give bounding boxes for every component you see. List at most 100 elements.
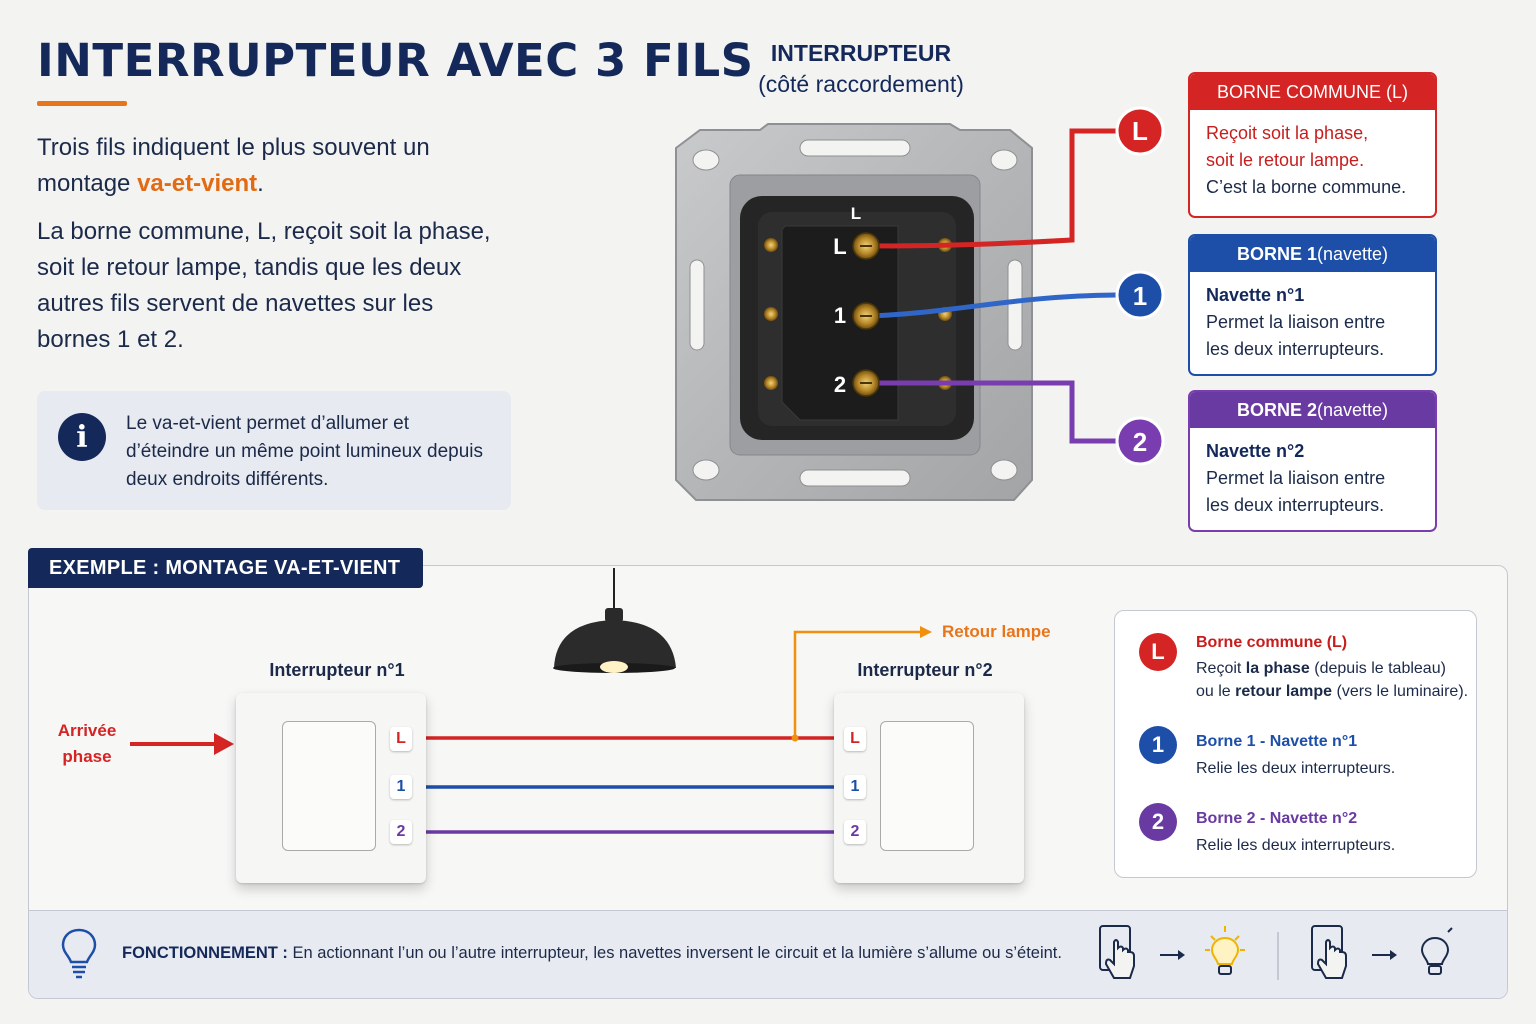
- hand-press-icon: [1099, 925, 1135, 979]
- pendant-lamp-icon: [553, 568, 676, 673]
- legend-n1-title: Borne 1 - Navette n°1: [1196, 733, 1358, 750]
- retour-lampe-arrow: [920, 626, 932, 638]
- switch-title: INTERRUPTEUR (côté raccordement): [700, 38, 1022, 100]
- card-borne-2: BORNE 2 (navette) Navette n°2 Permet la …: [1188, 390, 1437, 532]
- switch2-label: Interrupteur n°2: [857, 660, 993, 680]
- intro-accent: va-et-vient: [137, 170, 258, 197]
- card-common-head: BORNE COMMUNE (L): [1190, 74, 1435, 110]
- example-wiring: [130, 568, 932, 834]
- fonctionnement-desc: En actionnant l’un ou l’autre interrupte…: [287, 944, 1062, 962]
- intro-paragraph-2: La borne commune, L, reçoit soit la phas…: [37, 218, 491, 353]
- switch1-rocker[interactable]: [282, 721, 376, 851]
- legend-common-desc-b: la phase: [1245, 660, 1310, 677]
- legend-common-desc-c: (depuis le tableau): [1309, 660, 1446, 677]
- arrivee-arrow-head: [214, 733, 234, 755]
- card-common-line3: C’est la borne commune.: [1206, 177, 1407, 197]
- legend-common-desc-a: Reçoit: [1196, 660, 1246, 677]
- switch2-term-2: 2: [844, 820, 866, 844]
- card-borne2-line3: les deux interrupteurs.: [1206, 495, 1385, 515]
- page-title: INTERRUPTEUR AVEC 3 FILS: [37, 34, 754, 87]
- legend-mark-L: L: [1139, 633, 1177, 671]
- retour-lampe-line: [793, 630, 922, 738]
- card-borne1-head-rest: (navette): [1316, 243, 1389, 264]
- terminal-screw-1: [852, 302, 880, 330]
- mech-label-1: 1: [834, 303, 846, 328]
- card-borne1-body: Navette n°1 Permet la liaison entre les …: [1190, 272, 1435, 373]
- arrow-right-icon: [1160, 950, 1185, 960]
- legend-common-desc-d: ou le: [1196, 683, 1236, 700]
- terminal-screw-2: [852, 369, 880, 397]
- arrivee-phase-label: Arrivée phase: [44, 718, 130, 770]
- legend-common-title: Borne commune (L): [1196, 634, 1348, 651]
- card-borne1-line2: Permet la liaison entre: [1206, 312, 1386, 332]
- legend-mark-2: 2: [1139, 803, 1177, 841]
- legend-n1-desc: Relie les deux interrupteurs.: [1196, 760, 1396, 777]
- lightbulb-icon: [61, 928, 97, 979]
- card-borne2-head-rest: (navette): [1316, 399, 1389, 420]
- card-borne2-body: Navette n°2 Permet la liaison entre les …: [1190, 428, 1435, 529]
- switch2-term-L: L: [844, 727, 866, 751]
- bulb-off-icon: [1420, 927, 1453, 975]
- card-common-line2: soit le retour lampe.: [1206, 150, 1365, 170]
- wire-purple: [866, 380, 1116, 444]
- card-borne1-head-bold: BORNE 1: [1236, 243, 1317, 264]
- card-borne1-line1: Navette n°1: [1206, 285, 1305, 305]
- legend-n2-desc: Relie les deux interrupteurs.: [1196, 837, 1396, 854]
- fonctionnement-text: FONCTIONNEMENT : En actionnant l’un ou l…: [122, 944, 1062, 963]
- switch-diagram: L L 1 2 L 1 2: [675, 106, 1165, 501]
- mech-label-L: L: [833, 234, 846, 259]
- marker-2-text: 2: [1133, 427, 1147, 457]
- arrow-right-icon: [1372, 950, 1397, 960]
- legend-mark-1: 1: [1139, 726, 1177, 764]
- card-borne2-head-bold: BORNE 2: [1236, 399, 1317, 420]
- marker-2: 2: [1115, 416, 1165, 466]
- hand-press-icon: [1311, 925, 1347, 979]
- switch-title-line2: (côté raccordement): [758, 71, 964, 97]
- wire-red: [865, 128, 1116, 249]
- card-borne-1: BORNE 1 (navette) Navette n°1 Permet la …: [1188, 234, 1437, 376]
- wire-blue: [865, 292, 1117, 319]
- card-borne1-head: BORNE 1 (navette): [1190, 236, 1435, 272]
- legend-common-desc: Reçoit la phase (depuis le tableau) ou l…: [1196, 657, 1476, 703]
- fonctionnement-label: FONCTIONNEMENT :: [122, 944, 288, 962]
- info-box: [37, 391, 511, 510]
- intro-p1-end: .: [257, 170, 264, 197]
- title-underline: [37, 101, 127, 106]
- switch1-term-1: 1: [390, 775, 412, 799]
- switch1-label: Interrupteur n°1: [269, 660, 405, 680]
- fonctionnement-bar: [29, 910, 1507, 998]
- retour-junction: [791, 734, 799, 742]
- marker-L-text: L: [1132, 116, 1148, 146]
- retour-lampe-label: Retour lampe: [942, 622, 1051, 641]
- marker-L: L: [1115, 106, 1165, 156]
- intro-p1-text: Trois fils indiquent le plus souvent un …: [37, 134, 430, 197]
- card-borne1-line3: les deux interrupteurs.: [1206, 339, 1385, 359]
- marker-1-text: 1: [1133, 281, 1147, 311]
- card-borne-commune: BORNE COMMUNE (L) Reçoit soit la phase, …: [1188, 72, 1437, 218]
- switch-title-line1: INTERRUPTEUR: [770, 40, 952, 66]
- card-common-line1: Reçoit soit la phase,: [1206, 123, 1369, 143]
- bulb-on-icon: [1205, 926, 1245, 975]
- info-text: Le va-et-vient permet d’allumer et d’éte…: [126, 413, 483, 490]
- info-icon: i: [58, 413, 106, 461]
- marker-1: 1: [1115, 270, 1165, 320]
- card-borne2-head: BORNE 2 (navette): [1190, 392, 1435, 428]
- mech-label-2: 2: [834, 372, 846, 397]
- arrivee-line1: Arrivée: [57, 721, 117, 740]
- card-borne2-line1: Navette n°2: [1206, 441, 1305, 461]
- switch1-term-L: L: [390, 727, 412, 751]
- mech-label-top: L: [851, 204, 861, 223]
- switch2-rocker[interactable]: [880, 721, 974, 851]
- legend-common-desc-e: retour lampe: [1235, 683, 1333, 700]
- arrivee-line2: phase: [62, 747, 112, 766]
- example-tag: EXEMPLE : MONTAGE VA-ET-VIENT: [28, 548, 423, 588]
- card-borne2-line2: Permet la liaison entre: [1206, 468, 1386, 488]
- intro-paragraph-1: Trois fils indiquent le plus souvent un …: [37, 130, 507, 202]
- legend-common-desc-f: (vers le luminaire).: [1332, 683, 1469, 700]
- legend-n2-title: Borne 2 - Navette n°2: [1196, 810, 1358, 827]
- operation-icons: [1099, 925, 1453, 980]
- switch1-term-2: 2: [390, 820, 412, 844]
- switch2-term-1: 1: [844, 775, 866, 799]
- card-common-body: Reçoit soit la phase, soit le retour lam…: [1190, 110, 1435, 211]
- terminal-screw-L: [852, 232, 880, 260]
